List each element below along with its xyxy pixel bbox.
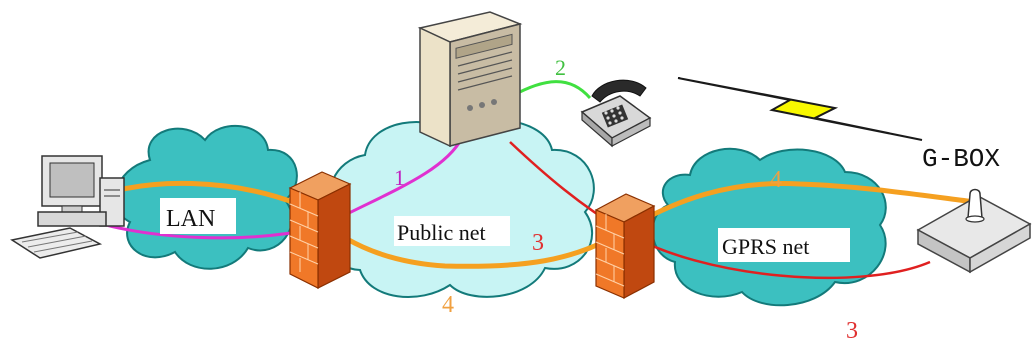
path-number-3-bottom: 3: [846, 318, 858, 344]
public-net-label: Public net: [397, 220, 486, 245]
path-number-4-gprs: 4: [770, 167, 782, 193]
computer-icon: [10, 155, 125, 259]
public-net-label-box: [394, 216, 510, 246]
lightning-icon: [677, 77, 923, 141]
path-number-4-public: 4: [442, 292, 454, 318]
gprs-net-label-box: [718, 228, 850, 262]
lan-label: LAN: [166, 206, 215, 232]
public-net-cloud: [325, 119, 595, 298]
path-1-magenta: [94, 220, 319, 240]
path-2-green: [511, 80, 592, 99]
path-1-magenta-public: [344, 137, 464, 217]
path-number-3-public: 3: [532, 230, 544, 256]
path-number-2: 2: [555, 55, 566, 80]
server-icon: [417, 11, 523, 148]
firewall-icon: [594, 193, 656, 299]
firewall-icon: [288, 171, 352, 289]
path-number-1: 1: [394, 165, 405, 190]
gprs-net-label: GPRS net: [722, 234, 809, 259]
path-4-orange: [95, 180, 978, 269]
gbox-label: G-BOX: [922, 144, 1000, 174]
gbox-router-icon: [916, 188, 1032, 274]
lan-label-box: [160, 198, 236, 234]
telephone-icon: [580, 79, 652, 148]
